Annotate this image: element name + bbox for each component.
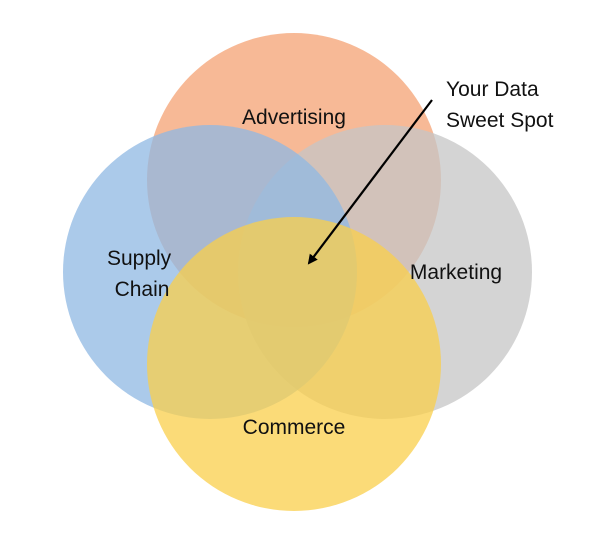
commerce-label: Commerce (243, 416, 346, 439)
sweet-spot-callout: Your Data Sweet Spot (446, 78, 554, 132)
commerce-circle (147, 217, 441, 511)
marketing-label: Marketing (410, 261, 502, 284)
advertising-label-line: Advertising (242, 106, 346, 129)
sweet-spot-callout-line-2: Sweet Spot (446, 109, 554, 132)
commerce-label-line: Commerce (243, 416, 346, 439)
advertising-label: Advertising (242, 106, 346, 129)
sweet-spot-arrow (307, 99, 433, 265)
supply-chain-label-line-1: Supply (107, 247, 172, 270)
supply-chain-label: Supply Chain (107, 247, 177, 301)
sweet-spot-callout-line-1: Your Data (446, 78, 539, 101)
marketing-label-line: Marketing (410, 261, 502, 284)
supply-chain-label-line-2: Chain (115, 278, 170, 301)
